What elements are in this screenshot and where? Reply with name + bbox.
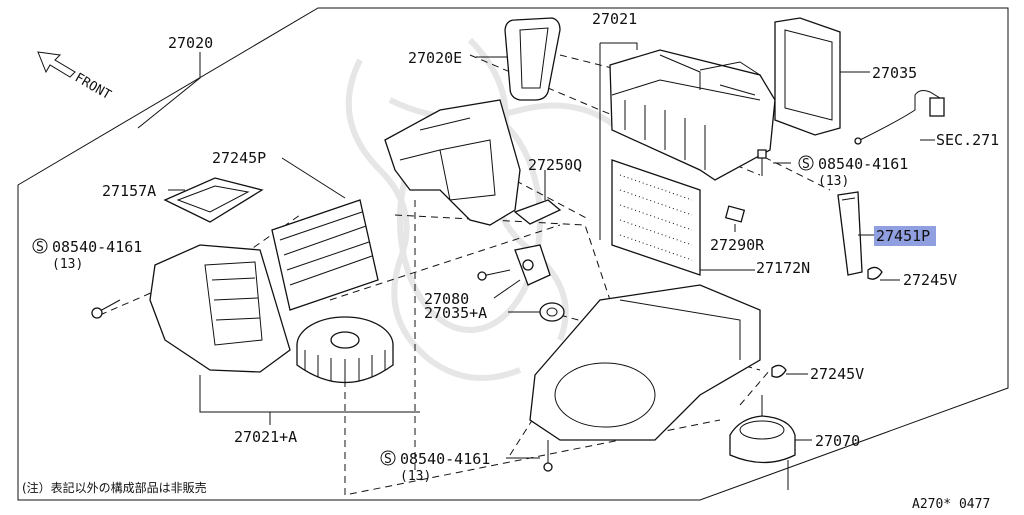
knob-27035a: [539, 302, 565, 322]
figure-code: A270* 0477: [912, 497, 990, 511]
screw-actuator-icon: [477, 269, 511, 281]
blower-housing-27021a: [149, 244, 291, 373]
bracket-27451p: [837, 191, 863, 276]
screw-symbol-bottom: S: [384, 452, 392, 467]
screw-symbol-left: S: [36, 240, 44, 255]
part-labels: 27020 27020E 27021 27035 SEC.271 27245P …: [22, 10, 999, 512]
label-27245v-top: 27245V: [903, 271, 957, 289]
label-27250q: 27250Q: [528, 156, 582, 174]
label-screw-left-qty: (13): [52, 257, 83, 272]
label-27021a: 27021+A: [234, 428, 297, 446]
screw-left-icon: [91, 299, 121, 319]
filter-element-27172n: [611, 159, 701, 276]
evaporator-case-27021: [609, 49, 776, 181]
lower-case: [529, 284, 761, 441]
blower-motor-27070: [729, 395, 796, 490]
label-27020e: 27020E: [408, 49, 462, 67]
core-27245p: [271, 199, 379, 311]
gasket-27020e: [504, 17, 561, 101]
screw-top-icon: [757, 149, 767, 176]
footnote: (注）表記以外の構成部品は非販売: [22, 480, 207, 495]
label-27245v-bottom: 27245V: [810, 365, 864, 383]
label-27070: 27070: [815, 432, 860, 450]
label-screw-top: 08540-4161: [818, 155, 908, 173]
label-27080: 27080: [424, 290, 469, 308]
actuator-27080: [514, 244, 551, 286]
leader-lines: [137, 42, 935, 459]
screw-symbol-left-icon: [32, 238, 48, 254]
label-screw-left: 08540-4161: [52, 238, 142, 256]
label-27035: 27035: [872, 64, 917, 82]
label-27245p: 27245P: [212, 149, 266, 167]
seal-27157a: [163, 177, 264, 223]
label-sec271: SEC.271: [936, 131, 999, 149]
highlight-27451p: [874, 226, 936, 246]
label-27290r: 27290R: [710, 236, 765, 254]
screw-bottom-icon: [543, 440, 553, 472]
label-27172n: 27172N: [756, 259, 810, 277]
gasket-27250q: [513, 199, 562, 225]
blower-fan: [296, 316, 394, 384]
label-27020: 27020: [168, 34, 213, 52]
filter-frame-27035: [774, 17, 841, 136]
clip-27245v-bottom-icon: [771, 364, 787, 378]
label-27451p: 27451P: [876, 227, 930, 245]
label-27035a: 27035+A: [424, 304, 487, 322]
label-screw-bottom-qty: (13): [400, 469, 431, 484]
label-27021: 27021: [592, 10, 637, 28]
pad-27290r: [724, 205, 746, 223]
screw-symbol-top: S: [802, 157, 810, 172]
sensor-harness: [854, 90, 945, 145]
clip-27245v-top-icon: [867, 266, 883, 280]
screw-symbol-bottom-icon: [380, 450, 396, 466]
front-arrow-icon: [37, 51, 76, 78]
label-screw-top-qty: (13): [818, 174, 849, 189]
label-screw-bottom: 08540-4161: [400, 450, 490, 468]
assembly-frame: [17, 7, 1009, 501]
label-27157a: 27157A: [102, 182, 156, 200]
blower-case-27020: [384, 99, 521, 226]
screw-symbol-top-icon: [798, 155, 814, 171]
watermark-emblem: [345, 37, 622, 381]
front-label: FRONT: [72, 70, 114, 103]
